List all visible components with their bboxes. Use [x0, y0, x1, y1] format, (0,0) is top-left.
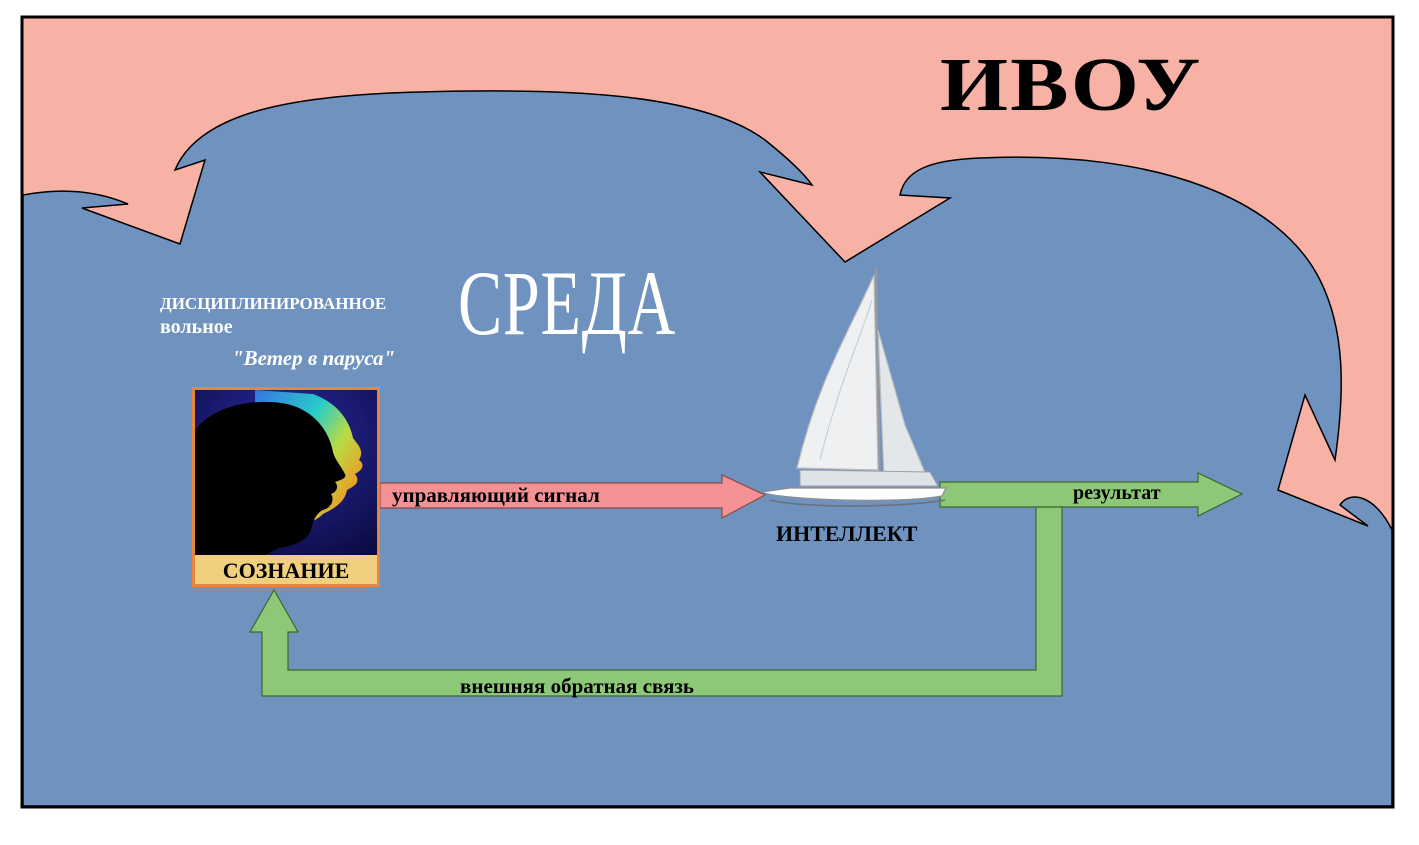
- consciousness-label: СОЗНАНИЕ: [222, 558, 350, 583]
- feedback-arrow: [248, 506, 1063, 697]
- control-signal-arrow: [379, 474, 767, 520]
- human-head-profile-icon: [195, 390, 377, 555]
- result-arrow: [939, 472, 1244, 517]
- intellect-label: ИНТЕЛЛЕКТ: [776, 521, 918, 546]
- environment-title: СРЕДА: [458, 252, 677, 354]
- feedback-label: внешняя обратная связь: [460, 674, 695, 698]
- mind-quality-wind: "Ветер в паруса": [232, 346, 396, 370]
- result-label: результат: [1073, 482, 1161, 504]
- mind-quality-disciplined: ДИСЦИПЛИНИРОВАННОЕ: [160, 294, 387, 313]
- title-ivou: ИВОУ: [940, 43, 1203, 127]
- control-signal-label: управляющий сигнал: [392, 483, 600, 507]
- sailing-catamaran-icon: [759, 267, 947, 507]
- consciousness-box: СОЗНАНИЕ: [192, 387, 380, 587]
- mind-quality-free: вольное: [160, 316, 233, 338]
